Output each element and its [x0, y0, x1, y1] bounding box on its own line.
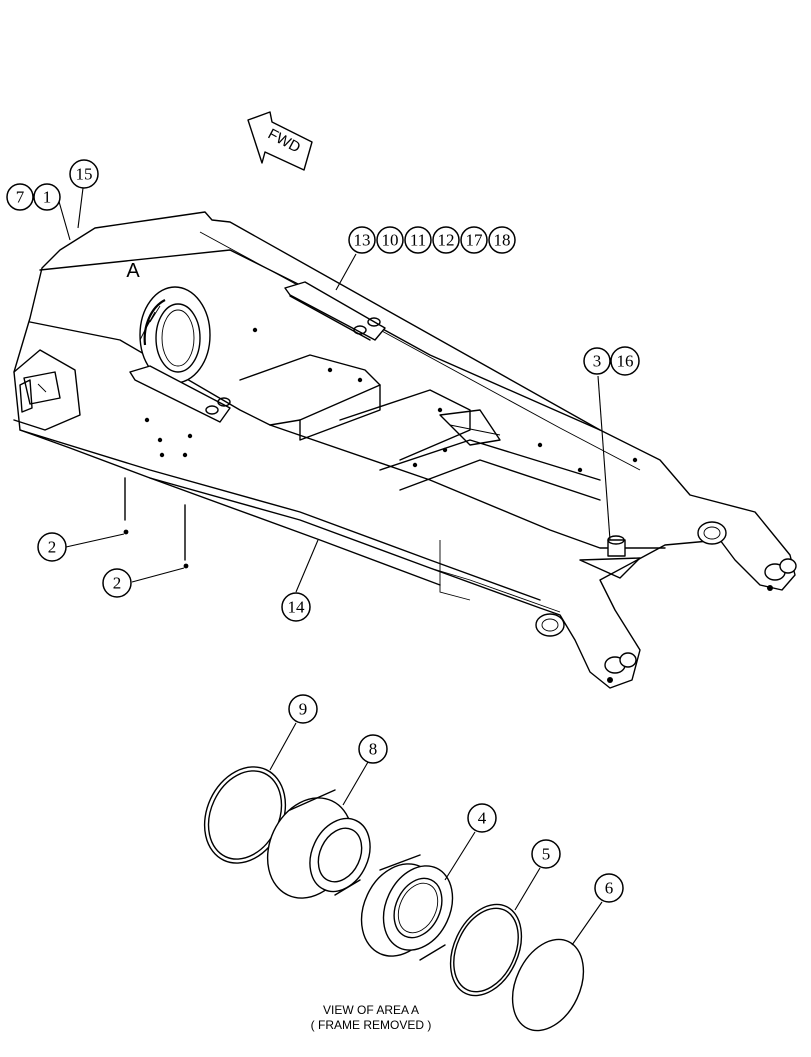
- callout-11: 11: [404, 226, 432, 254]
- callout-9: 9: [288, 694, 318, 724]
- track-frame: [13, 211, 797, 689]
- svg-text:13: 13: [354, 231, 371, 250]
- bearing-part-4: [360, 854, 454, 961]
- area-a-label: A: [126, 260, 140, 282]
- callouts: 7 1 15 13 10 11 12 17 18 3 16 2 2 14 9 8…: [6, 159, 640, 903]
- callout-3: 3: [583, 347, 611, 375]
- svg-text:18: 18: [494, 231, 511, 250]
- callout-15: 15: [69, 159, 99, 189]
- svg-text:11: 11: [410, 231, 426, 250]
- svg-text:3: 3: [593, 352, 602, 371]
- cover-plate-part-6: [511, 938, 585, 1032]
- callout-6: 6: [594, 873, 624, 903]
- callout-12: 12: [432, 226, 460, 254]
- svg-text:2: 2: [113, 574, 122, 593]
- callout-18: 18: [488, 226, 516, 254]
- callout-5: 5: [531, 839, 561, 869]
- exploded-parts: [203, 766, 585, 1032]
- svg-text:1: 1: [43, 188, 52, 207]
- fwd-direction-arrow: FWD: [247, 111, 313, 171]
- callout-2-upper: 2: [37, 532, 67, 562]
- seal-ring-part-8: [266, 789, 371, 899]
- callout-13: 13: [348, 226, 376, 254]
- svg-text:4: 4: [478, 809, 487, 828]
- svg-text:15: 15: [76, 165, 93, 184]
- callout-14: 14: [281, 592, 311, 622]
- view-caption-line2: ( FRAME REMOVED ): [311, 1018, 432, 1032]
- svg-text:8: 8: [369, 740, 378, 759]
- svg-text:7: 7: [16, 188, 25, 207]
- svg-text:10: 10: [382, 231, 399, 250]
- svg-text:12: 12: [438, 231, 455, 250]
- svg-text:16: 16: [617, 352, 634, 371]
- callout-1: 1: [33, 183, 61, 211]
- callout-4: 4: [467, 803, 497, 833]
- callout-17: 17: [460, 226, 488, 254]
- callout-10: 10: [376, 226, 404, 254]
- callout-2-lower: 2: [102, 568, 132, 598]
- svg-text:9: 9: [299, 700, 308, 719]
- callout-16: 16: [610, 346, 640, 376]
- svg-text:17: 17: [466, 231, 484, 250]
- leader-lines: [57, 187, 611, 946]
- callout-8: 8: [358, 734, 388, 764]
- callout-7: 7: [6, 183, 34, 211]
- svg-text:2: 2: [48, 538, 57, 557]
- view-caption-line1: VIEW OF AREA A: [323, 1003, 419, 1017]
- svg-text:14: 14: [288, 598, 306, 617]
- o-ring-part-5: [449, 903, 523, 997]
- svg-text:5: 5: [542, 845, 551, 864]
- svg-text:6: 6: [605, 879, 614, 898]
